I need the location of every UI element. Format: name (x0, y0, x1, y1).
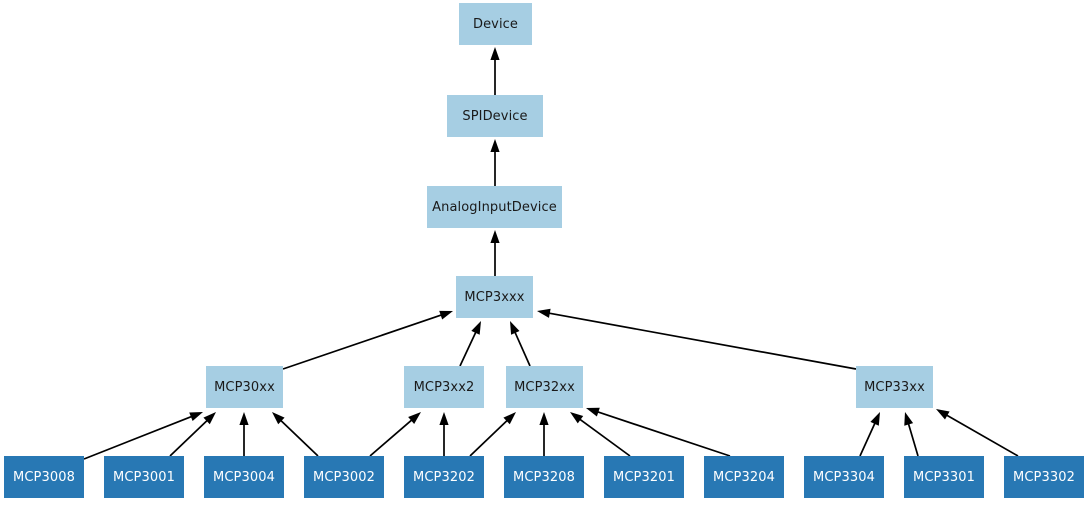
edge-arrowhead-mcp3301-to-mcp33xx (904, 412, 914, 426)
class-node-mcp32xx[interactable]: MCP32xx (506, 366, 583, 408)
class-node-mcp3302[interactable]: MCP3302 (1004, 456, 1084, 498)
class-node-mcp3002[interactable]: MCP3002 (304, 456, 384, 498)
class-node-label: MCP3304 (813, 469, 875, 485)
edge-line-mcp3xx2-to-mcp3xxx (459, 330, 478, 367)
class-node-mcp3201[interactable]: MCP3201 (604, 456, 684, 498)
edge-line-mcp3201-to-mcp32xx (578, 417, 631, 457)
edge-line-mcp3001-to-mcp30xx (169, 418, 209, 457)
class-node-mcp3008[interactable]: MCP3008 (4, 456, 84, 498)
class-node-mcp3304[interactable]: MCP3304 (804, 456, 884, 498)
class-node-label: Device (472, 16, 519, 32)
edge-arrowhead-mcp3302-to-mcp33xx (936, 409, 950, 420)
edge-line-mcp32xx-to-mcp3xxx (513, 330, 531, 367)
class-node-label: MCP32xx (514, 379, 575, 395)
class-node-label: MCP3001 (113, 469, 175, 485)
class-node-label: SPIDevice (462, 108, 528, 124)
class-node-device[interactable]: Device (459, 3, 532, 45)
edge-line-mcp3202-to-mcp32xx (469, 418, 509, 457)
edge-arrowhead-mcp3xx2-to-mcp3xxx (471, 321, 481, 335)
class-node-label: MCP3208 (513, 469, 575, 485)
edge-arrowhead-mcp3001-to-mcp30xx (203, 412, 216, 425)
edge-line-mcp33xx-to-mcp3xxx (547, 312, 857, 370)
class-node-analogin[interactable]: AnalogInputDevice (427, 186, 562, 228)
class-node-mcp3004[interactable]: MCP3004 (204, 456, 284, 498)
edge-line-mcp3008-to-mcp30xx (83, 415, 194, 460)
edge-arrowhead-mcp3208-to-mcp32xx (539, 412, 549, 425)
edge-arrowhead-spidevice-to-device (490, 47, 500, 60)
class-node-label: MCP3201 (613, 469, 675, 485)
edge-line-mcp3002-to-mcp3xx2 (369, 418, 414, 457)
class-node-label: AnalogInputDevice (432, 199, 557, 215)
edge-line-mcp3301-to-mcp33xx (907, 422, 919, 457)
edge-arrowhead-analogin-to-spidevice (490, 139, 500, 152)
edge-arrowhead-mcp33xx-to-mcp3xxx (537, 308, 551, 318)
class-node-label: MCP3002 (313, 469, 375, 485)
class-node-mcp3202[interactable]: MCP3202 (404, 456, 484, 498)
edge-arrowhead-mcp3304-to-mcp33xx (870, 412, 880, 426)
class-node-mcp3xxx[interactable]: MCP3xxx (456, 276, 533, 318)
edge-arrowhead-mcp32xx-to-mcp3xxx (510, 321, 520, 335)
class-node-label: MCP3202 (413, 469, 475, 485)
edge-arrowhead-mcp3004-to-mcp30xx (239, 412, 249, 425)
edge-arrowhead-mcp3xxx-to-analogin (490, 230, 500, 243)
edge-arrowhead-mcp30xx-to-mcp3xxx (439, 310, 453, 320)
edge-arrowhead-mcp3201-to-mcp32xx (570, 412, 584, 424)
edge-arrowhead-mcp3002-to-mcp30xx (272, 412, 285, 425)
class-node-label: MCP3008 (13, 469, 75, 485)
class-node-spidevice[interactable]: SPIDevice (447, 95, 543, 137)
class-node-label: MCP3302 (1013, 469, 1075, 485)
edge-arrowhead-mcp3202-to-mcp32xx (503, 412, 516, 425)
class-node-mcp3204[interactable]: MCP3204 (704, 456, 784, 498)
edge-line-mcp3302-to-mcp33xx (945, 413, 1019, 457)
class-node-mcp33xx[interactable]: MCP33xx (856, 366, 933, 408)
edge-arrowhead-mcp3204-to-mcp32xx (586, 407, 600, 417)
class-node-mcp3301[interactable]: MCP3301 (904, 456, 984, 498)
edge-line-mcp3204-to-mcp32xx (596, 410, 731, 457)
edge-line-mcp3304-to-mcp33xx (859, 421, 877, 457)
class-node-mcp3208[interactable]: MCP3208 (504, 456, 584, 498)
class-node-label: MCP30xx (214, 379, 275, 395)
class-node-label: MCP3301 (913, 469, 975, 485)
class-node-label: MCP3004 (213, 469, 275, 485)
class-node-mcp3xx2[interactable]: MCP3xx2 (404, 366, 484, 408)
edge-arrowhead-mcp3008-to-mcp30xx (189, 412, 203, 422)
edge-line-mcp30xx-to-mcp3xxx (282, 313, 443, 370)
class-node-label: MCP3xx2 (413, 379, 475, 395)
edge-arrowhead-mcp3002-to-mcp3xx2 (408, 412, 421, 424)
class-node-mcp30xx[interactable]: MCP30xx (206, 366, 283, 408)
class-node-label: MCP3204 (713, 469, 775, 485)
edge-line-mcp3002-to-mcp30xx (279, 418, 319, 457)
class-node-mcp3001[interactable]: MCP3001 (104, 456, 184, 498)
edge-arrowhead-mcp3202-to-mcp3xx2 (439, 412, 449, 425)
class-node-label: MCP33xx (864, 379, 925, 395)
class-node-label: MCP3xxx (464, 289, 525, 305)
